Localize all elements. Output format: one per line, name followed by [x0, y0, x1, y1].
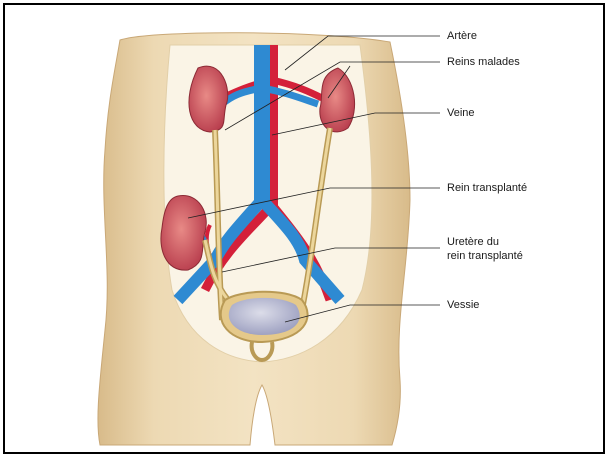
label-transplanted-kidney: Rein transplanté — [447, 182, 527, 195]
label-diseased-kidneys: Reins malades — [447, 56, 520, 69]
label-bladder: Vessie — [447, 299, 479, 312]
label-ureter-line2: rein transplanté — [447, 250, 523, 263]
transplanted-kidney — [161, 196, 206, 271]
label-artery: Artère — [447, 30, 477, 43]
label-ureter-line1: Uretère du — [447, 236, 499, 249]
label-vein: Veine — [447, 107, 475, 120]
